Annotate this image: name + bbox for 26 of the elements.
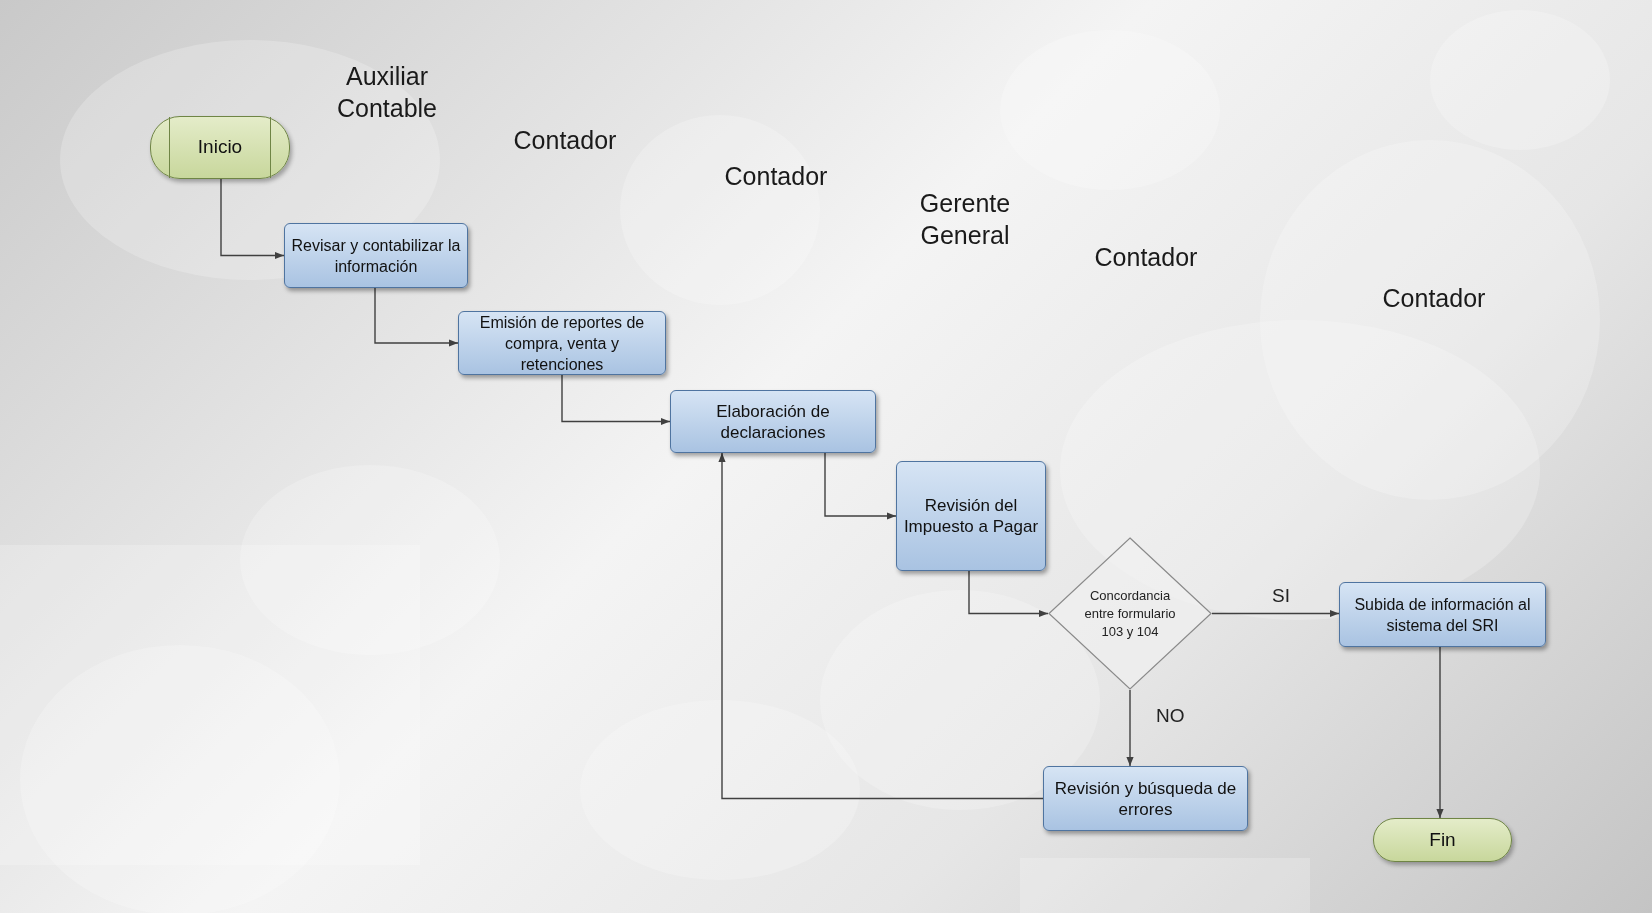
arrow	[1436, 646, 1444, 819]
process-box: Revisión y búsqueda de errores	[1043, 766, 1248, 831]
arrow	[824, 452, 897, 520]
lane-heading: Gerente General	[918, 188, 1012, 251]
arrow	[718, 452, 1044, 800]
process-box: Subida de información al sistema del SRI	[1339, 582, 1546, 647]
lane-heading: Contador	[512, 125, 618, 156]
lane-heading: Contador	[1381, 283, 1487, 314]
arrow	[561, 374, 671, 426]
arrow	[1126, 689, 1134, 767]
process-box: Revisar y contabilizar la información	[284, 223, 468, 288]
arrow	[374, 287, 459, 347]
lane-heading: Auxiliar Contable	[335, 61, 439, 124]
lane-heading: Contador	[723, 161, 829, 192]
arrow	[220, 178, 285, 260]
decision-diamond: Concordancia entre formulario 103 y 104	[1048, 537, 1212, 690]
end-terminal: Fin	[1373, 818, 1512, 862]
arrow	[968, 570, 1049, 618]
arrow	[1211, 609, 1340, 618]
edge-label: SI	[1272, 586, 1290, 605]
lane-heading: Contador	[1093, 242, 1199, 273]
process-box: Elaboración de declaraciones	[670, 390, 876, 453]
process-box: Revisión del Impuesto a Pagar	[896, 461, 1046, 571]
start-terminal: Inicio	[150, 116, 290, 179]
process-box: Emisión de reportes de compra, venta y retenciones	[458, 311, 666, 375]
edge-label: NO	[1156, 706, 1185, 725]
